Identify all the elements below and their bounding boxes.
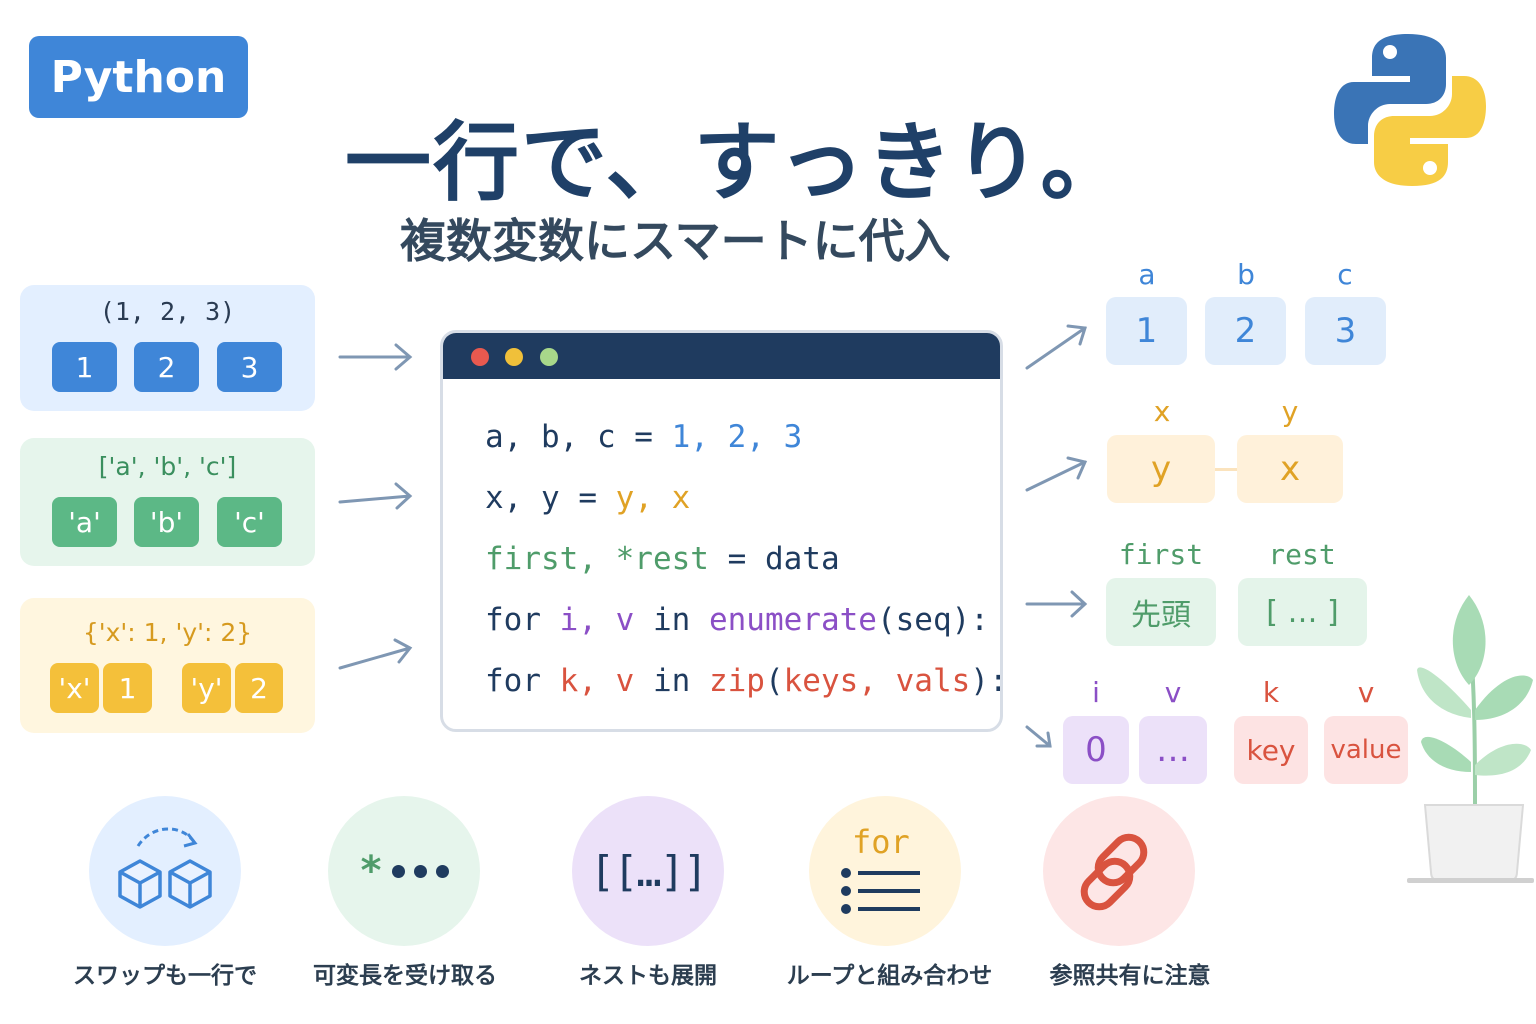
dot-icon	[414, 864, 428, 878]
code-window-titlebar	[443, 333, 1000, 379]
dict-chip: 'x'	[50, 663, 99, 713]
for-list-icon: for	[840, 823, 930, 919]
feature-link-circle	[1043, 796, 1195, 946]
list-chip: 'c'	[217, 497, 282, 547]
value-box: value	[1324, 716, 1408, 784]
var-label: x	[1153, 395, 1171, 428]
var-label: a	[1138, 258, 1156, 291]
value-box: 0	[1063, 716, 1129, 784]
value-box: 1	[1106, 297, 1187, 365]
code-body: a, b, c = 1, 2, 3 x, y = y, x first, *rest…	[443, 379, 1000, 712]
feature-label: 参照共有に注意	[1049, 963, 1211, 989]
arrow-icon	[338, 482, 413, 510]
value-box: 先頭	[1106, 578, 1216, 646]
var-label: y	[1281, 395, 1299, 428]
for-keyword: for	[852, 823, 910, 861]
tuple-chip: 3	[217, 342, 282, 392]
list-chip: 'a'	[52, 497, 117, 547]
star-dots-icon: *	[358, 848, 450, 894]
feature-label: スワップも一行で	[73, 963, 257, 989]
feature-label: ネストも展開	[579, 963, 717, 989]
arrow-icon	[338, 638, 413, 670]
feature-label: ループと組み合わせ	[786, 963, 993, 989]
dict-chip: 'y'	[182, 663, 231, 713]
var-label: first	[1118, 538, 1204, 571]
dot-icon	[392, 864, 406, 878]
arrow-icon	[1025, 725, 1052, 748]
dot-icon	[436, 864, 450, 878]
code-line: for k, v in zip(keys, vals):	[485, 663, 1000, 699]
var-label: c	[1337, 258, 1353, 291]
feature-label: 可変長を受け取る	[313, 963, 497, 989]
tuple-caption: (1, 2, 3)	[99, 297, 236, 326]
dict-panel: {'x': 1, 'y': 2} 'x' 1 'y' 2	[20, 598, 315, 733]
value-box: 2	[1205, 297, 1286, 365]
swap-cubes-icon	[118, 827, 212, 909]
maximize-dot-icon	[540, 348, 558, 366]
tuple-chip: 1	[52, 342, 117, 392]
dict-chip: 2	[235, 663, 283, 713]
code-line: a, b, c = 1, 2, 3	[485, 419, 803, 455]
arrow-icon	[338, 343, 413, 371]
value-box: …	[1139, 716, 1207, 784]
feature-loop-circle: for	[809, 796, 961, 946]
tuple-chip: 2	[134, 342, 199, 392]
page-subtitle: 複数変数にスマートに代入	[400, 214, 951, 268]
var-label: b	[1237, 258, 1255, 291]
code-line: for i, v in enumerate(seq):	[485, 602, 989, 638]
code-line: x, y = y, x	[485, 480, 691, 516]
arrow-icon	[1025, 590, 1088, 618]
arrow-icon	[1025, 324, 1087, 370]
feature-star-circle: *	[328, 796, 480, 946]
python-logo-icon	[1334, 34, 1486, 186]
value-box: 3	[1305, 297, 1386, 365]
swap-connector	[1212, 468, 1240, 471]
nested-brackets-icon: [[…]]	[589, 846, 708, 896]
chain-link-icon	[1080, 833, 1148, 911]
dict-chip: 1	[103, 663, 152, 713]
dict-caption: {'x': 1, 'y': 2}	[82, 618, 253, 647]
arrow-icon	[1025, 456, 1088, 492]
list-lines-icon	[841, 868, 920, 914]
python-badge: Python	[29, 36, 248, 118]
list-panel: ['a', 'b', 'c'] 'a' 'b' 'c'	[20, 438, 315, 566]
page-title: 一行で、すっきり。	[345, 113, 1129, 213]
plant-decoration-icon	[1407, 595, 1534, 883]
value-box: x	[1237, 435, 1343, 503]
close-dot-icon	[471, 348, 489, 366]
code-line: first, *rest = data	[485, 541, 840, 577]
var-label: v	[1357, 676, 1375, 709]
var-label: v	[1164, 676, 1182, 709]
value-box: key	[1234, 716, 1308, 784]
star-symbol: *	[358, 848, 384, 894]
feature-swap-circle	[89, 796, 241, 946]
value-box: [ … ]	[1238, 578, 1367, 646]
var-label: i	[1092, 676, 1100, 709]
feature-nest-circle: [[…]]	[572, 796, 724, 946]
tuple-panel: (1, 2, 3) 1 2 3	[20, 285, 315, 411]
value-box: y	[1107, 435, 1215, 503]
code-window: a, b, c = 1, 2, 3 x, y = y, x first, *rest…	[440, 330, 1003, 732]
var-label: rest	[1268, 538, 1336, 571]
var-label: k	[1262, 676, 1280, 709]
minimize-dot-icon	[505, 348, 523, 366]
list-caption: ['a', 'b', 'c']	[98, 452, 237, 481]
list-chip: 'b'	[134, 497, 199, 547]
